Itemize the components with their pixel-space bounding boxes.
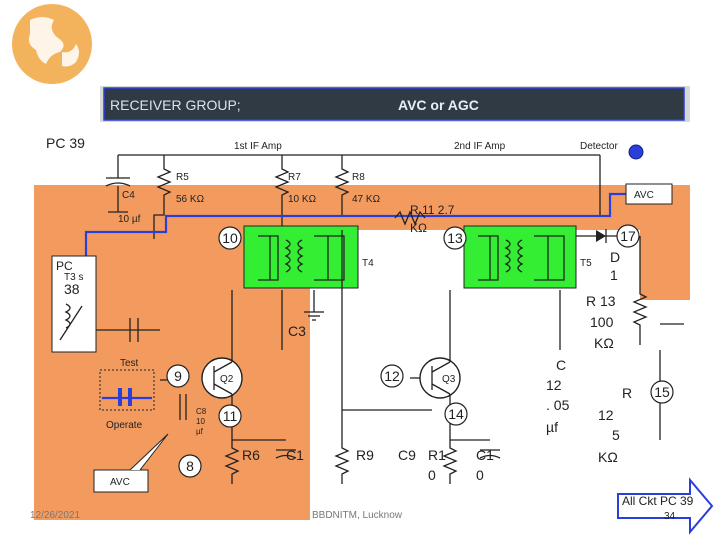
c12-value: . 05 (546, 397, 570, 413)
node-marker-11: 11 (218, 404, 242, 428)
t3-secondary-box (51, 255, 97, 353)
q2-label: Q2 (220, 374, 234, 385)
all-circuits-link[interactable]: All Ckt PC 39 (622, 494, 694, 508)
c8-value: 10 (196, 417, 205, 426)
avc-tag-box (625, 183, 673, 205)
q3-label: Q3 (442, 374, 456, 385)
node-marker-circle (218, 404, 242, 428)
slide-title-left: RECEIVER GROUP; (110, 97, 241, 113)
node-marker-9: 9 (166, 364, 190, 388)
r12-number: 12 (598, 407, 614, 423)
c8-unit: µf (196, 427, 204, 436)
r13-value: 100 (590, 314, 614, 330)
node-marker-number: 10 (222, 230, 238, 246)
c8-label: C8 (196, 407, 207, 416)
c12-number: 12 (546, 377, 562, 393)
node-marker-number: 14 (448, 406, 464, 422)
r5-label: R5 (176, 172, 189, 183)
node-marker-13: 13 (443, 226, 467, 250)
avc-callout-box (93, 469, 149, 493)
t4-label: T4 (362, 258, 374, 269)
d1-number: 1 (610, 267, 618, 283)
node-marker-10: 10 (218, 226, 242, 250)
avc-tag: AVC (634, 190, 654, 201)
detector-dot (628, 144, 644, 160)
node-marker-circle (444, 402, 468, 426)
node-marker-14: 14 (444, 402, 468, 426)
pc-38-sub: T3 s (64, 272, 83, 283)
c12-label: C (556, 357, 566, 373)
slide-footer: BBDNITM, Lucknow (312, 510, 403, 521)
r13-unit: KΩ (594, 335, 614, 351)
node-marker-17: 17 (616, 224, 640, 248)
node-marker-circle (650, 380, 674, 404)
diode-symbol (596, 230, 606, 242)
node-marker-circle (380, 364, 404, 388)
d1-label: D (610, 249, 620, 265)
t5-label: T5 (580, 258, 592, 269)
node-marker-number: 9 (174, 368, 182, 384)
node-marker-15: 15 (650, 380, 674, 404)
node-marker-number: 13 (447, 230, 463, 246)
c9-label: C9 (398, 447, 416, 463)
c1-left-label: C1 (286, 447, 304, 463)
stage-label-2nd-if: 2nd IF Amp (454, 141, 506, 152)
transformer-t4 (243, 225, 359, 289)
r8-label: R8 (352, 172, 365, 183)
transformer-t5 (463, 225, 577, 289)
c3-label: C3 (288, 323, 306, 339)
pc-38-number: 38 (64, 281, 80, 297)
node-marker-number: 15 (654, 384, 670, 400)
r11-label: R 11 2.7 (410, 203, 455, 217)
r10-label: R1 (428, 447, 446, 463)
node-marker-circle (166, 364, 190, 388)
r12-unit: KΩ (598, 449, 618, 465)
page-number: 34 (664, 511, 676, 522)
node-marker-number: 11 (223, 408, 238, 424)
c10-label: C1 (476, 447, 494, 463)
node-marker-circle (616, 224, 640, 248)
r6-label: R6 (242, 447, 260, 463)
r10-digit: 0 (428, 467, 436, 483)
avc-callout-pointer (129, 433, 169, 471)
r7-value: 10 KΩ (288, 194, 317, 205)
globe-logo (12, 4, 92, 84)
c4-label: C4 (122, 190, 135, 201)
r8-value: 47 KΩ (352, 194, 381, 205)
c10-digit: 0 (476, 467, 484, 483)
switch-test-label: Test (120, 358, 139, 369)
slide-title-right: AVC or AGC (398, 97, 479, 113)
transistor-q2 (201, 357, 243, 399)
pc-number: PC 39 (46, 135, 85, 151)
c4-value: 10 µf (118, 214, 141, 225)
node-marker-8: 8 (178, 454, 202, 478)
node-marker-circle (178, 454, 202, 478)
stage-label-detector: Detector (580, 141, 618, 152)
r13-label: R 13 (586, 293, 616, 309)
r12-value: 5 (612, 427, 620, 443)
avc-callout: AVC (110, 477, 130, 488)
pc-38-label: PC (56, 259, 73, 273)
node-marker-number: 12 (384, 368, 400, 384)
r12-label: R (622, 385, 632, 401)
header-bar (103, 87, 685, 121)
node-marker-circle (443, 226, 467, 250)
node-marker-number: 8 (186, 458, 194, 474)
test-operate-switch (99, 369, 155, 411)
next-slide-arrow[interactable]: All Ckt PC 39 34 (617, 477, 714, 535)
r7-label: R7 (288, 172, 301, 183)
stage-label-1st-if: 1st IF Amp (234, 141, 282, 152)
slide-date: 12/26/2021 (30, 510, 80, 521)
r9-label: R9 (356, 447, 374, 463)
node-marker-number: 17 (620, 228, 636, 244)
node-marker-circle (218, 226, 242, 250)
switch-operate-label: Operate (106, 420, 143, 431)
c12-unit: µf (546, 419, 558, 435)
r11-unit: KΩ (410, 221, 427, 235)
r5-value: 56 KΩ (176, 194, 205, 205)
node-marker-12: 12 (380, 364, 404, 388)
